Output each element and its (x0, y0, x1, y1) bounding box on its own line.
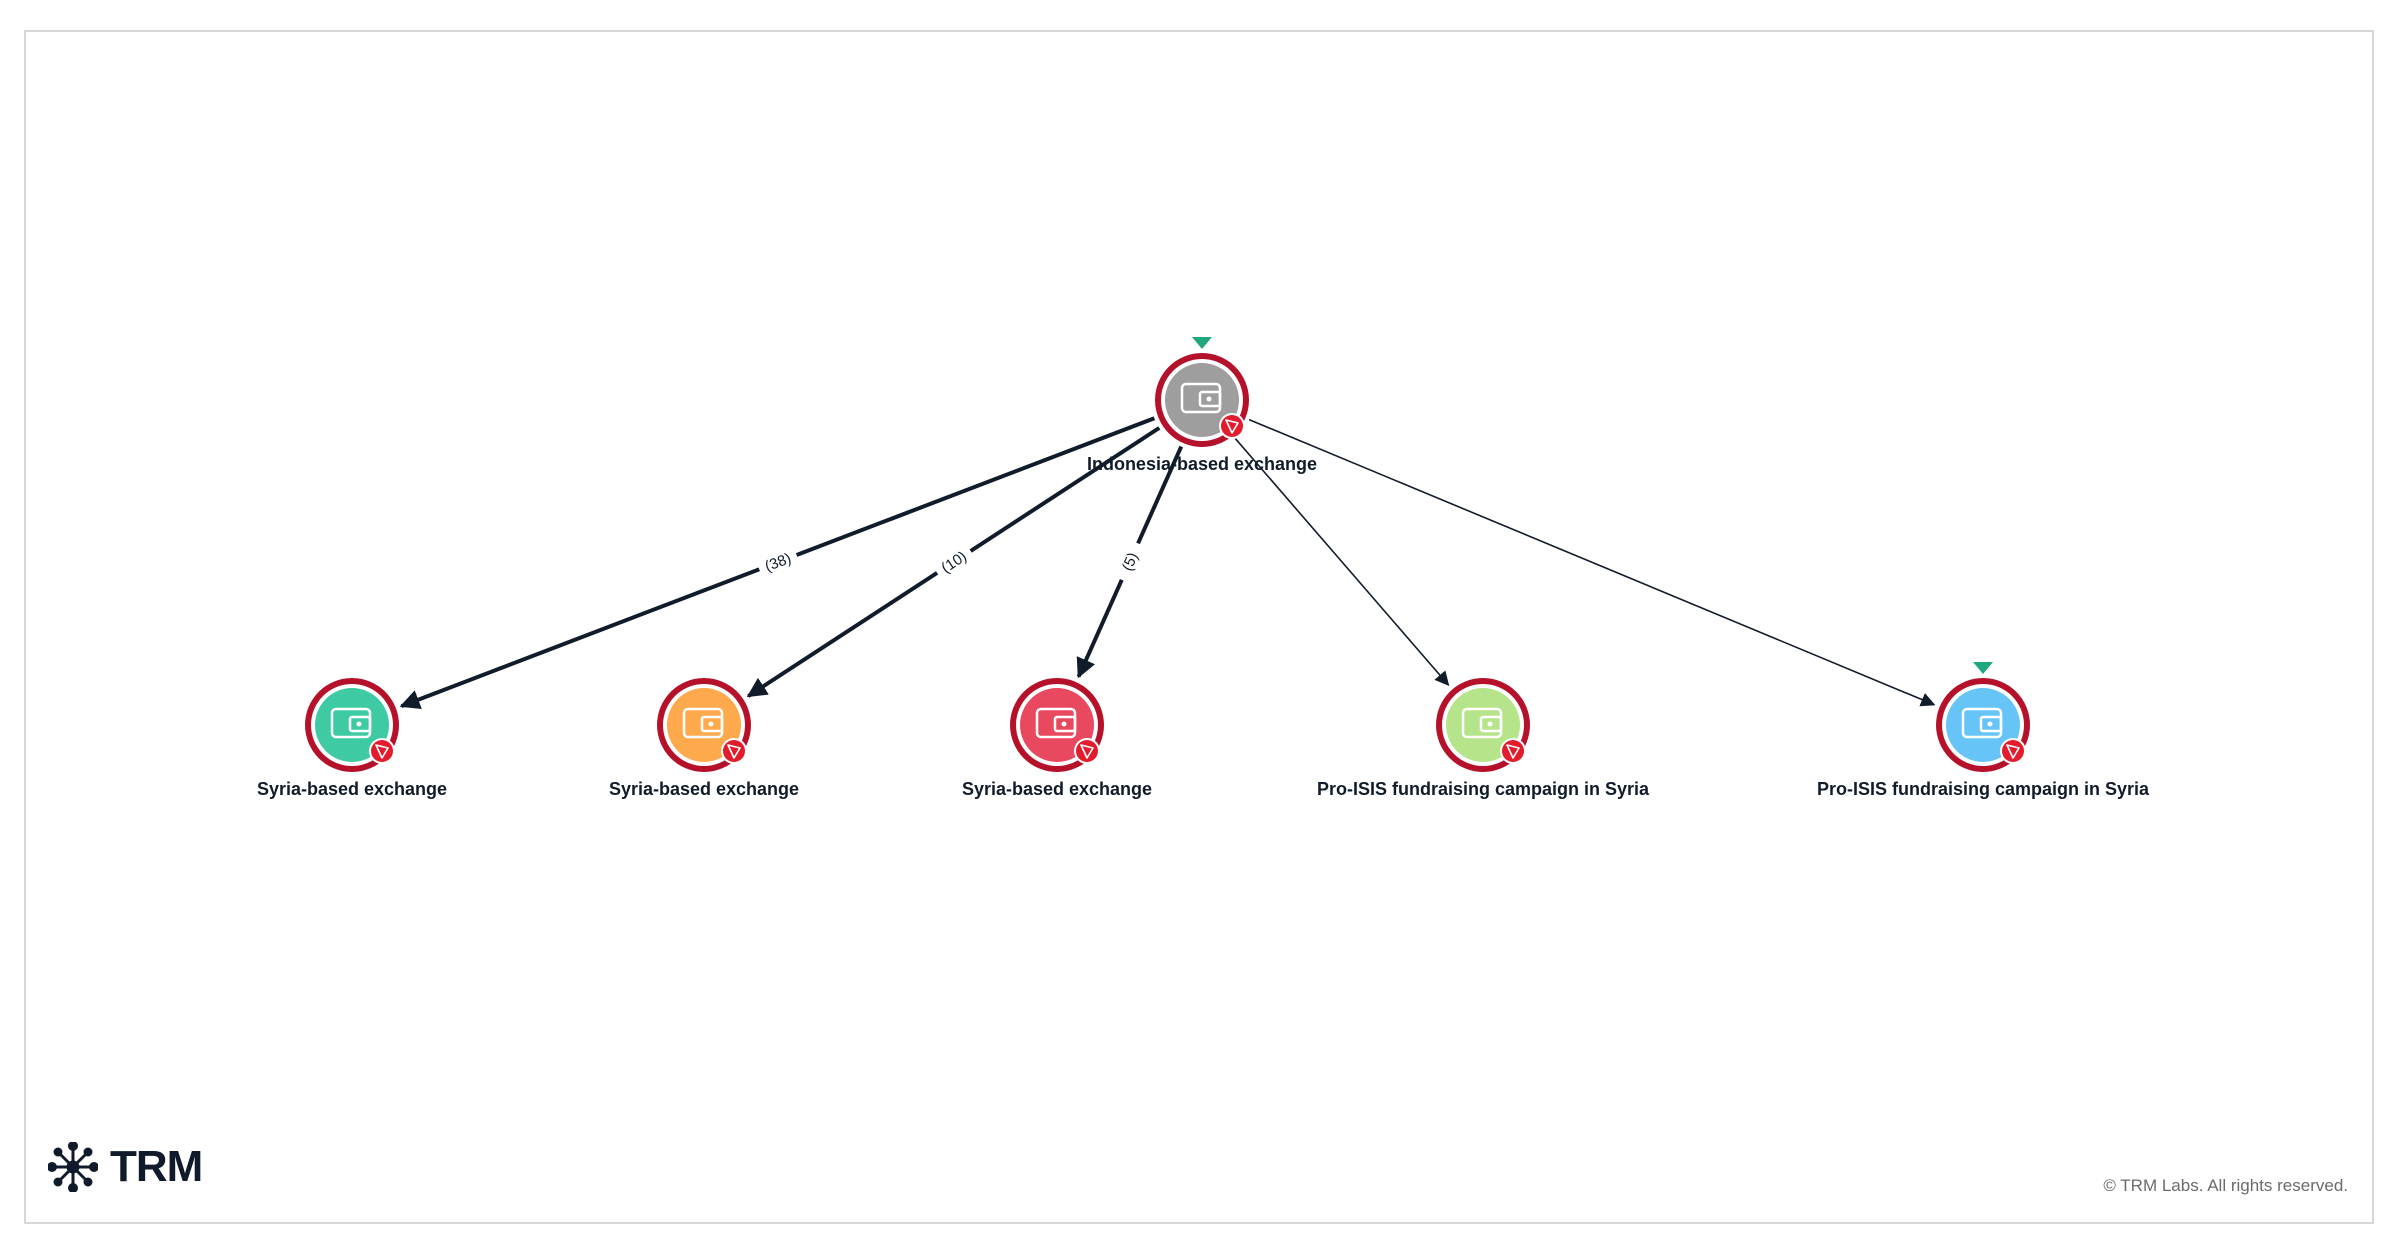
node-label: Syria-based exchange (257, 779, 447, 799)
tron-icon (1500, 738, 1526, 764)
tron-icon (721, 738, 747, 764)
edge-n0-n4[interactable] (1234, 438, 1450, 686)
node-fill (1446, 688, 1520, 762)
tron-icon (1074, 738, 1100, 764)
node-n5[interactable]: Pro-ISIS fundraising campaign in Syria (1817, 662, 2150, 799)
node-n4[interactable]: Pro-ISIS fundraising campaign in Syria (1317, 678, 1650, 799)
copyright-text: © TRM Labs. All rights reserved. (2103, 1176, 2348, 1195)
edge-n0-n1[interactable]: (38) (399, 416, 1156, 709)
node-n2[interactable]: Syria-based exchange (609, 678, 799, 799)
tron-icon (2000, 738, 2026, 764)
edge-label-bg (1111, 538, 1147, 584)
node-label: Pro-ISIS fundraising campaign in Syria (1817, 779, 2150, 799)
trm-logo-icon (48, 1142, 98, 1192)
wallet-icon (1180, 382, 1222, 414)
edge-line (1248, 418, 1936, 707)
edge-count-label: (5) (1119, 550, 1142, 574)
edge-n0-n5[interactable] (1248, 418, 1936, 707)
node-fill (1165, 363, 1239, 437)
trm-logo: TRM (48, 1142, 203, 1192)
edge-label-bg (755, 544, 800, 578)
node-label: Indonesia-based exchange (1087, 454, 1317, 474)
edge-line (1234, 438, 1450, 686)
node-fill (1946, 688, 2020, 762)
node-n1[interactable]: Syria-based exchange (257, 678, 447, 799)
node-label: Pro-ISIS fundraising campaign in Syria (1317, 779, 1650, 799)
diagram-canvas (24, 30, 2374, 1224)
tron-icon (1219, 413, 1245, 439)
wallet-icon (1961, 707, 2003, 739)
node-label: Syria-based exchange (609, 779, 799, 799)
brand-name: TRM (110, 1142, 203, 1191)
wallet-icon (1035, 707, 1077, 739)
wallet-icon (682, 707, 724, 739)
edge-count-label: (38) (763, 550, 794, 575)
node-marker-icon (1192, 337, 1212, 349)
wallet-icon (1461, 707, 1503, 739)
wallet-icon (330, 707, 372, 739)
node-fill (1020, 688, 1094, 762)
node-label: Syria-based exchange (962, 779, 1152, 799)
node-fill (667, 688, 741, 762)
edge-n0-n3[interactable]: (5) (1076, 445, 1184, 679)
node-fill (315, 688, 389, 762)
edge-label-bg (931, 541, 976, 581)
node-marker-icon (1973, 662, 1993, 674)
node-n3[interactable]: Syria-based exchange (962, 678, 1152, 799)
node-n0[interactable]: Indonesia-based exchange (1087, 337, 1317, 474)
tron-icon (369, 738, 395, 764)
